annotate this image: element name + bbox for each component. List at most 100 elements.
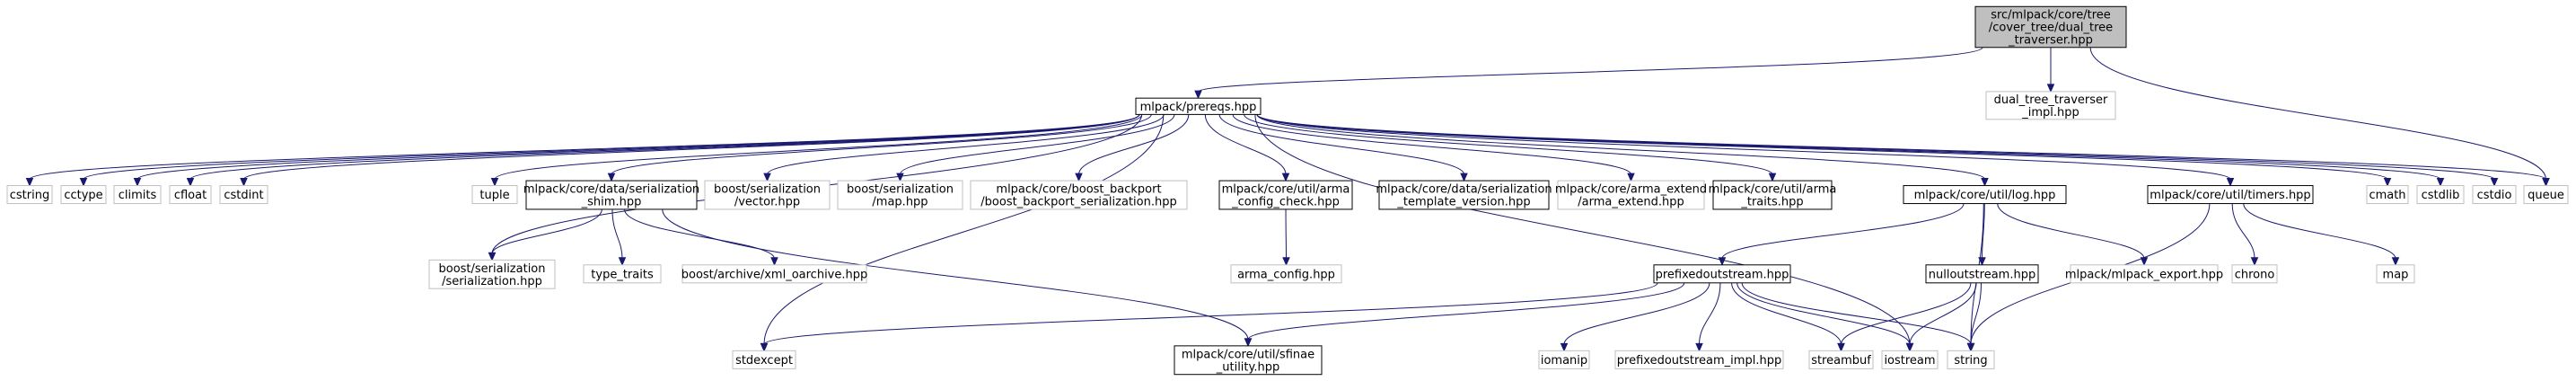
node-mlpack-export: mlpack/mlpack_export.hpp <box>2065 264 2223 284</box>
edge-line <box>767 114 1165 175</box>
arrowhead <box>763 173 771 182</box>
node-box <box>1881 350 1939 369</box>
edge-prereqs-to-queue <box>1256 113 2550 187</box>
edge-arma-config-check-to-arma-config <box>1282 208 1290 267</box>
edge-line <box>491 208 602 254</box>
arrowhead <box>133 178 142 187</box>
node-prereqs[interactable]: mlpack/prereqs.hpp <box>1135 97 1262 115</box>
node-label-line: chrono <box>2235 268 2275 281</box>
edge-line <box>1731 282 1842 345</box>
node-label-line: boost/serialization <box>438 262 545 276</box>
edge-timers-to-map <box>2243 203 2400 267</box>
node-nullout[interactable]: nulloutstream.hpp <box>1925 264 2039 284</box>
node-box <box>1538 350 1590 369</box>
node-boost-vector: boost/serialization/vector.hpp <box>704 180 831 210</box>
edge-line <box>611 114 1152 175</box>
edge-prefixed-to-stdexcept <box>760 282 1658 352</box>
edge-line <box>2243 203 2396 259</box>
edge-line <box>1256 113 2231 180</box>
arrowhead <box>1695 342 1703 352</box>
edge-line <box>1256 114 1985 180</box>
node-box <box>1614 350 1784 369</box>
node-arma-config-check[interactable]: mlpack/core/util/arma_config_check.hpp <box>1218 180 1353 210</box>
node-prefixed[interactable]: prefixedoutstream.hpp <box>1653 264 1791 284</box>
edge-line <box>1982 203 1985 259</box>
node-label-line: streambuf <box>1811 354 1871 368</box>
node-cmath: cmath <box>2366 185 2409 205</box>
node-label-line: /cover_tree/dual_tree <box>1989 22 2113 35</box>
node-box <box>1985 91 2116 120</box>
node-label-line: cctype <box>64 189 102 202</box>
edge-line <box>29 113 1140 180</box>
edge-prereqs-to-timers <box>1256 113 2235 187</box>
node-box <box>219 185 268 205</box>
edge-prereqs-to-cstdint <box>240 113 1140 187</box>
node-label-line: _utility.hpp <box>1216 360 1279 374</box>
node-box <box>704 180 831 210</box>
node-iomanip: iomanip <box>1538 350 1590 369</box>
node-box <box>1135 97 1262 115</box>
node-box <box>1230 264 1342 284</box>
node-box <box>583 264 662 284</box>
arrowhead <box>2391 257 2400 267</box>
node-string: string <box>1947 350 1995 369</box>
arrowhead <box>1905 342 1914 352</box>
node-label-line: dual_tree_traverser <box>1994 93 2108 107</box>
arrowhead <box>618 257 627 267</box>
node-box <box>1947 350 1995 369</box>
node-box <box>60 185 107 205</box>
node-box <box>1218 180 1353 210</box>
arrowhead <box>1560 342 1569 352</box>
arrowhead <box>1075 173 1083 182</box>
node-label-line: /arma_extend.hpp <box>1578 196 1684 209</box>
arrowhead <box>1718 257 1727 267</box>
node-arma-traits[interactable]: mlpack/core/util/arma_traits.hpp <box>1709 180 1837 210</box>
edge-line <box>1841 282 1972 345</box>
node-box <box>732 350 796 369</box>
edge-line <box>1256 113 2546 180</box>
node-chrono: chrono <box>2231 264 2278 284</box>
node-label-line: _config_check.hpp <box>1231 196 1340 209</box>
node-label-line: cstring <box>10 189 49 202</box>
node-label-line: src/mlpack/core/tree <box>1991 9 2111 22</box>
edge-root-to-queue <box>2089 47 2550 187</box>
node-cstdlib: cstdlib <box>2416 185 2465 205</box>
edge-line <box>1909 282 1977 345</box>
edge-prefixed-to-prefixed-impl <box>1695 282 1721 352</box>
node-label-line: boost/serialization <box>714 183 821 197</box>
edge-log-to-prefixed <box>1718 203 1965 267</box>
arrowhead <box>2046 84 2055 93</box>
edge-line <box>763 282 1658 345</box>
node-label-line: queue <box>2528 189 2564 202</box>
edge-prefixed-to-string <box>1741 282 1975 352</box>
arrowhead <box>2226 178 2235 187</box>
node-label-line: iomanip <box>1541 354 1587 368</box>
node-label-line: /map.hpp <box>872 196 928 209</box>
edge-line <box>494 114 1143 180</box>
node-label-line: _shim.hpp <box>581 196 642 209</box>
node-ser-template[interactable]: mlpack/core/data/serialization_template_… <box>1376 180 1552 210</box>
node-label-line: cstdint <box>224 189 263 202</box>
edge-line <box>900 114 1175 175</box>
node-arma-extend: mlpack/core/arma_extend/arma_extend.hpp <box>1555 180 1707 210</box>
node-root[interactable]: src/mlpack/core/tree/cover_tree/dual_tre… <box>1974 5 2127 49</box>
node-box <box>169 185 212 205</box>
node-streambuf: streambuf <box>1808 350 1874 369</box>
node-timers[interactable]: mlpack/core/util/timers.hpp <box>2147 185 2314 205</box>
node-box <box>2472 185 2517 205</box>
node-climits: climits <box>113 185 162 205</box>
arrowhead <box>79 178 88 187</box>
node-boost-map: boost/serialization/map.hpp <box>837 180 963 210</box>
arrowhead <box>1194 90 1202 100</box>
node-cfloat: cfloat <box>169 185 212 205</box>
node-label-line: prefixedoutstream_impl.hpp <box>1617 354 1781 368</box>
node-tuple: tuple <box>471 185 518 205</box>
arrowhead <box>770 257 778 267</box>
node-iostream: iostream <box>1881 350 1939 369</box>
edge-line <box>624 208 775 259</box>
node-ser-shim[interactable]: mlpack/core/data/serialization_shim.hpp <box>523 180 699 210</box>
node-log[interactable]: mlpack/core/util/log.hpp <box>1903 185 2067 205</box>
node-label-line: mlpack/prereqs.hpp <box>1140 101 1257 114</box>
node-label-line: mlpack/core/util/timers.hpp <box>2150 189 2310 202</box>
node-sfinae[interactable]: mlpack/core/util/sfinae_utility.hpp <box>1174 345 1323 376</box>
